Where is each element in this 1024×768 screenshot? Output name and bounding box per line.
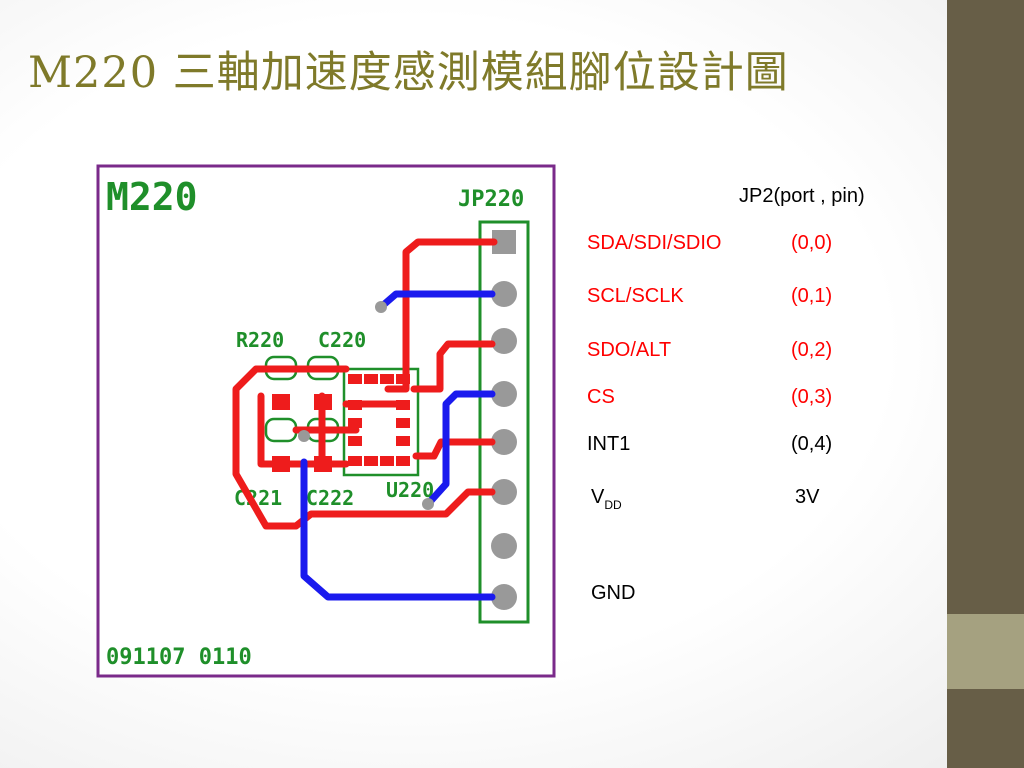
legend-row-name: INT1 — [587, 433, 631, 455]
connector-pin-4 — [491, 381, 517, 407]
connector-pin-7 — [491, 533, 517, 559]
sidebar-accent — [947, 614, 1024, 689]
legend-row-name: SCL/SCLK — [587, 285, 684, 307]
vdd-main: V — [591, 486, 605, 508]
gnd-label: GND — [591, 582, 636, 604]
connector-pin-3 — [491, 328, 517, 354]
vdd-value: 3V — [795, 486, 820, 508]
vias — [298, 301, 434, 510]
connector-pin-2 — [491, 281, 517, 307]
connector-label: JP220 — [458, 187, 524, 212]
board-name: M220 — [106, 175, 198, 219]
connector-pin-6 — [491, 479, 517, 505]
connector-pin-5 — [491, 429, 517, 455]
connector-pin-8 — [491, 584, 517, 610]
legend-row-pin: (0,1) — [791, 285, 833, 307]
date-code: 091107 0110 — [106, 645, 252, 670]
r220-label: R220 — [236, 328, 284, 352]
legend-header: JP2(port , pin) — [739, 185, 865, 207]
connector-body — [478, 220, 530, 624]
vdd-label: VDD — [591, 486, 622, 512]
blue-traces — [300, 290, 496, 601]
slide-title: M220 三軸加速度感測模組腳位設計圖 — [28, 48, 789, 98]
red-pads — [272, 374, 410, 472]
legend-row-pin: (0,4) — [791, 433, 833, 455]
legend-row-pin: (0,2) — [791, 339, 833, 361]
legend-row-name: SDA/SDI/SDIO — [587, 232, 722, 254]
pcb-diagram: M220 JP220 R220 C220 C221 C222 U220 0911… — [96, 164, 556, 678]
c222-label: C222 — [306, 486, 354, 510]
legend-row-pin: (0,0) — [791, 232, 833, 254]
legend-row-name: SDO/ALT — [587, 339, 672, 361]
c220-label: C220 — [318, 328, 366, 352]
u220-label: U220 — [386, 478, 434, 502]
legend-row-pin: (0,3) — [791, 386, 833, 408]
legend-row-name: CS — [587, 386, 615, 408]
vdd-subscript: DD — [604, 498, 622, 512]
